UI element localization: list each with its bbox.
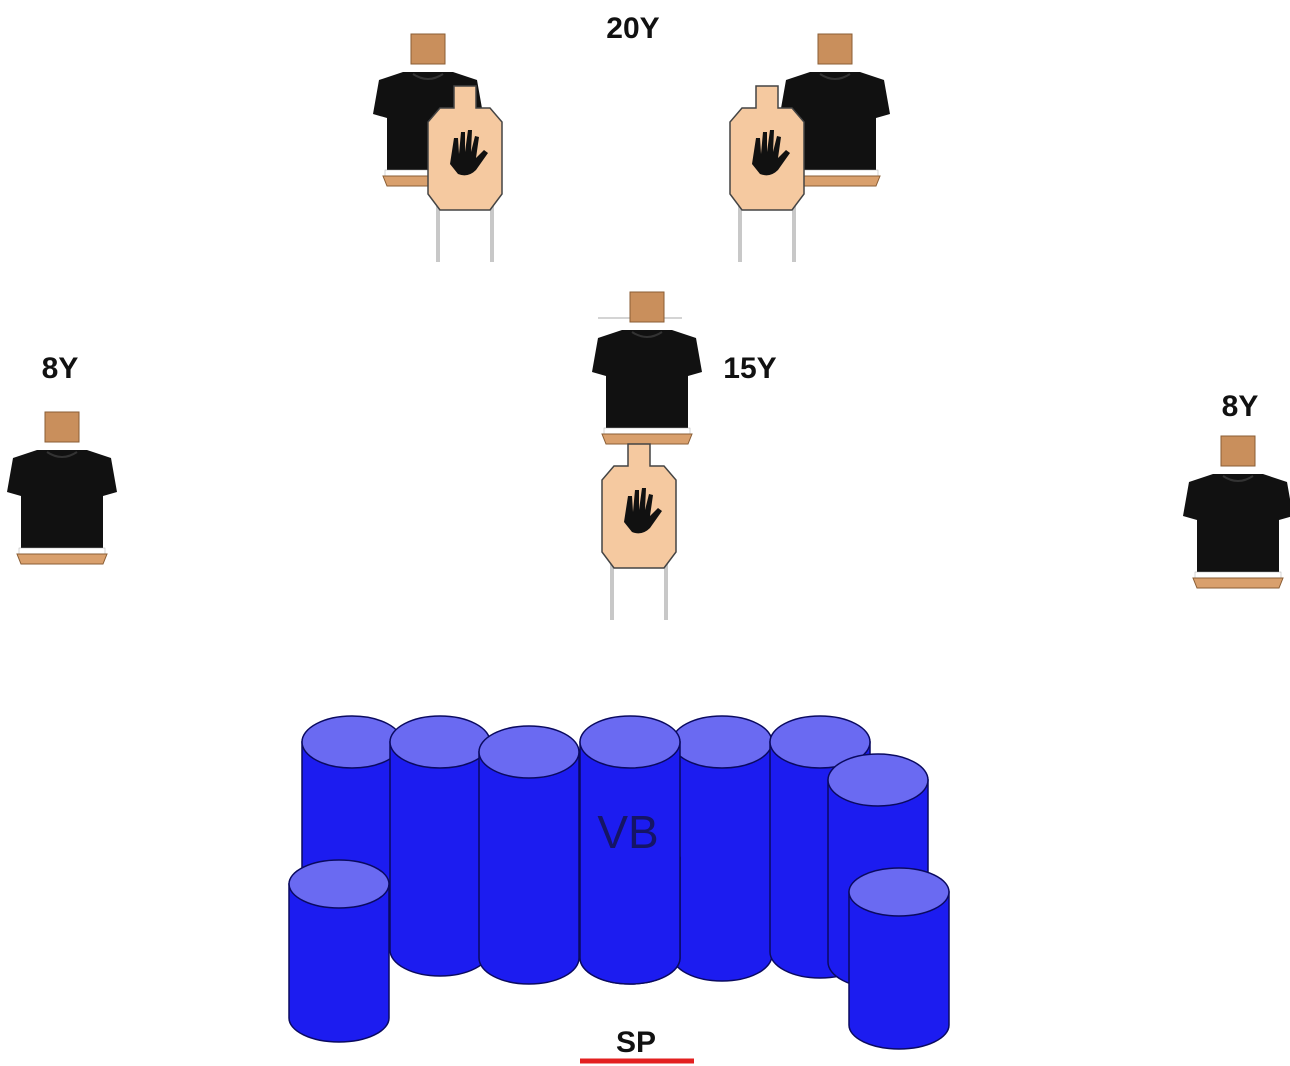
threat-target-8y-right <box>1182 435 1290 589</box>
no-shoot-target-20y-left <box>426 84 504 264</box>
label-8y-left: 8Y <box>42 352 79 385</box>
no-shoot-target-15y <box>600 442 678 622</box>
barrel-10 <box>848 867 950 1050</box>
barrel-8 <box>579 715 681 985</box>
barrel-3 <box>478 725 580 985</box>
barrel-4 <box>671 715 773 982</box>
label-20y: 20Y <box>606 12 659 45</box>
label-15y: 15Y <box>723 352 776 385</box>
threat-target-8y-left <box>6 411 118 565</box>
label-sp: SP <box>616 1026 656 1059</box>
threat-target-15y <box>591 291 703 445</box>
no-shoot-target-20y-right <box>728 84 806 264</box>
vision-barrier-barrels <box>288 715 950 1050</box>
label-8y-right: 8Y <box>1222 390 1259 423</box>
barrel-9 <box>288 859 390 1043</box>
barrel-2 <box>389 715 491 977</box>
label-vb: VB <box>597 806 658 858</box>
